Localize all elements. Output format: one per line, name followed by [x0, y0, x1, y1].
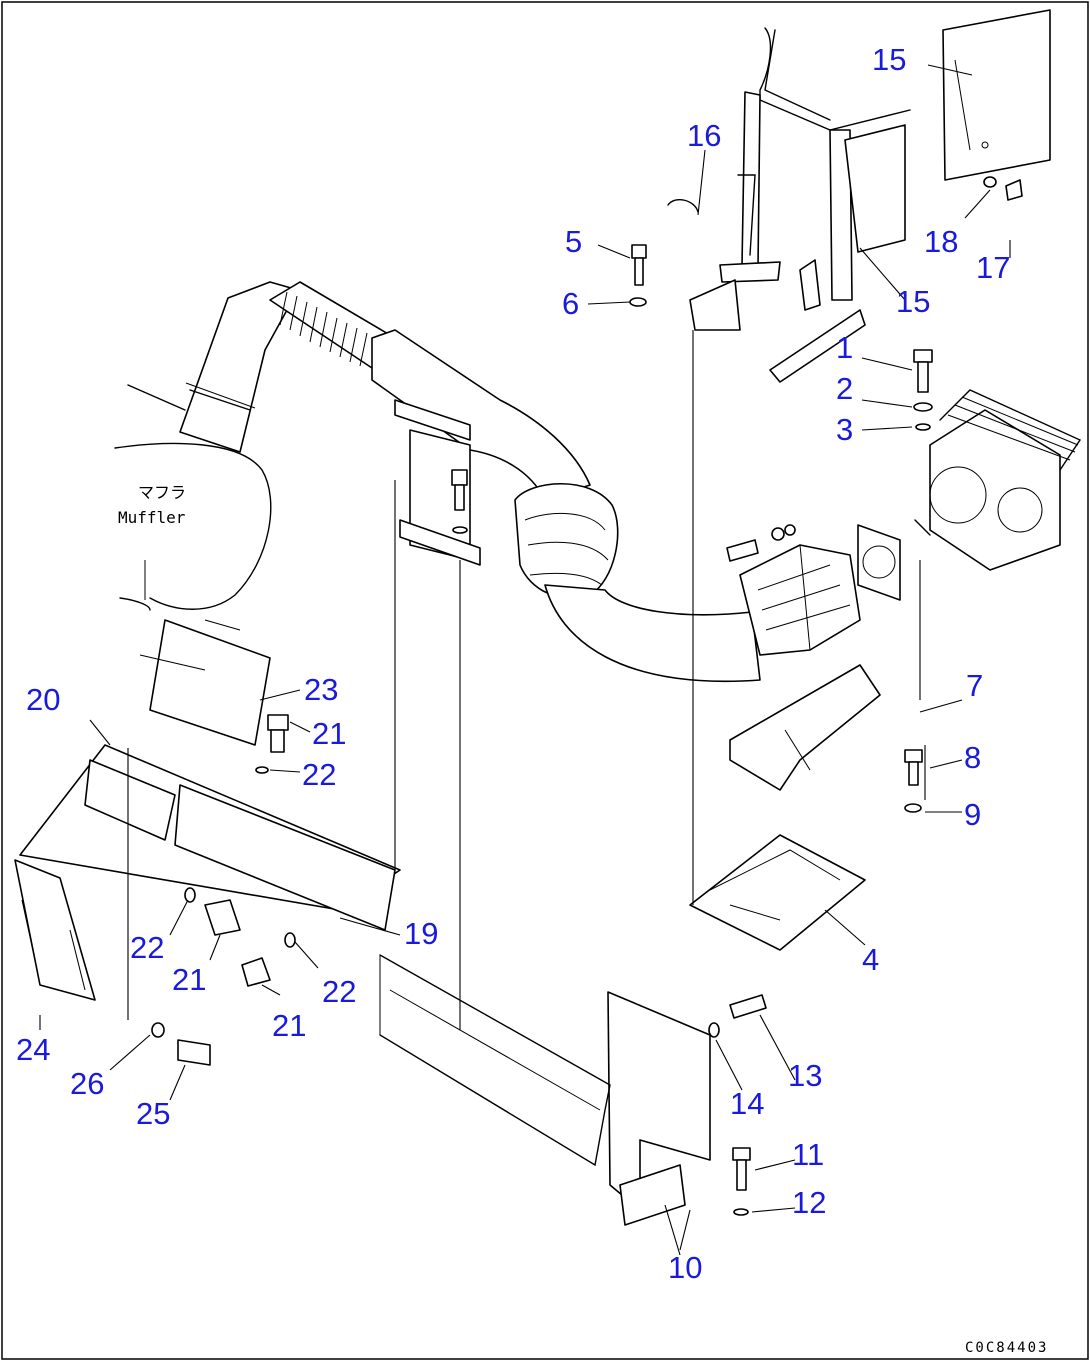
callout-6: 6	[562, 286, 579, 321]
muffler-label-jp: マフラ	[138, 483, 186, 502]
muffler	[114, 384, 272, 611]
callout-18: 18	[924, 224, 958, 259]
callout-14: 14	[730, 1086, 764, 1121]
bottom-frame-rail	[379, 954, 611, 1167]
callout-10: 10	[668, 1250, 702, 1285]
callout-25: 25	[136, 1096, 170, 1131]
bolt-washer-8-9	[904, 749, 923, 813]
callout-4: 4	[862, 942, 879, 977]
muffler-label-en: Muffler	[118, 508, 186, 527]
callout-23: 23	[304, 672, 338, 707]
gasket	[857, 524, 901, 601]
callout-2: 2	[836, 371, 853, 406]
callout-9: 9	[964, 797, 981, 832]
leader-lines	[39, 64, 1011, 1256]
callout-numbers: 1 2 3 4 5 6 7 8 9 10 11 12 13 14 15 15 1…	[16, 42, 1010, 1285]
callout-13: 13	[788, 1058, 822, 1093]
left-covers	[14, 619, 401, 1001]
bolt-washer-5-6	[629, 244, 647, 307]
callout-1: 1	[836, 330, 853, 365]
callout-3: 3	[836, 412, 853, 447]
lower-brackets	[607, 664, 881, 1226]
exhaust-pipe	[179, 281, 861, 682]
pipe-support-bracket	[394, 399, 481, 566]
flange-bolts	[726, 524, 796, 562]
callout-26: 26	[70, 1066, 104, 1101]
callout-12: 12	[792, 1185, 826, 1220]
top-right-hardware	[983, 176, 1023, 201]
callout-16: 16	[687, 118, 721, 153]
callout-8: 8	[964, 740, 981, 775]
callout-17: 17	[976, 250, 1010, 285]
callout-19: 19	[404, 916, 438, 951]
bolt-washer-11-12	[732, 1147, 751, 1216]
upper-bracket-assembly	[667, 9, 1051, 383]
callout-11: 11	[792, 1137, 824, 1172]
callout-21-middle: 21	[172, 962, 206, 997]
callout-21-upper: 21	[312, 716, 346, 751]
bolt-washer-13-14	[708, 994, 767, 1038]
bolt-washers-1-3	[913, 349, 933, 431]
rain-cap-box	[914, 389, 1082, 571]
left-hardware	[151, 714, 296, 1066]
callout-21-lower: 21	[272, 1008, 306, 1043]
callout-24: 24	[16, 1032, 50, 1067]
callout-20: 20	[26, 682, 60, 717]
callout-22-lower: 22	[322, 974, 356, 1009]
drawing-code: C0C84403	[965, 1340, 1048, 1356]
callout-5: 5	[565, 224, 582, 259]
callout-22-middle: 22	[130, 930, 164, 965]
callout-7: 7	[966, 668, 983, 703]
callout-15-top: 15	[872, 42, 906, 77]
callout-15-bottom: 15	[896, 284, 930, 319]
callout-22-upper: 22	[302, 757, 336, 792]
